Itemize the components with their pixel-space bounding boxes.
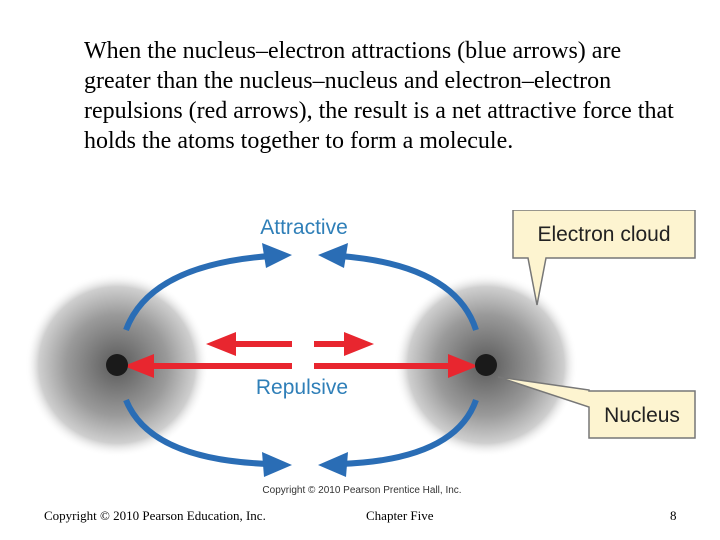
attractive-arrowhead-top-left: [262, 243, 292, 268]
attractive-arrow-bottom-left: [123, 398, 271, 467]
attractive-arrow-bottom-right: [339, 398, 479, 467]
attractive-arrowhead-top-right: [318, 243, 348, 268]
repulsive-arrowhead-upper-left: [206, 332, 236, 356]
footer-copyright: Copyright © 2010 Pearson Education, Inc.: [44, 508, 266, 523]
repulsive-label: Repulsive: [256, 376, 348, 399]
left-nucleus: [106, 354, 128, 376]
attractive-arrowhead-bottom-right: [318, 452, 348, 477]
attractive-arrowhead-bottom-left: [262, 452, 292, 477]
slide-caption: When the nucleus–electron attractions (b…: [84, 38, 674, 154]
page-number: 8: [670, 508, 677, 523]
attractive-arrow-top-right: [339, 253, 479, 331]
repulsive-arrowhead-upper-right: [344, 332, 374, 356]
nucleus-callout: [497, 376, 696, 439]
repulsive-arrowhead-lower-right: [448, 354, 478, 378]
attractive-arrow-top-left: [123, 253, 271, 332]
right-nucleus: [475, 354, 497, 376]
electron-cloud-callout: [512, 210, 696, 306]
repulsive-arrowhead-lower-left: [124, 354, 154, 378]
electron-cloud-label: Electron cloud: [537, 223, 670, 246]
nucleus-label: Nucleus: [604, 404, 680, 427]
footer-chapter: Chapter Five: [366, 508, 434, 523]
attractive-label: Attractive: [260, 216, 348, 239]
image-copyright: Copyright © 2010 Pearson Prentice Hall, …: [262, 485, 461, 496]
bond-diagram: Attractive Repulsive Electron cloud Nucl…: [25, 210, 696, 496]
